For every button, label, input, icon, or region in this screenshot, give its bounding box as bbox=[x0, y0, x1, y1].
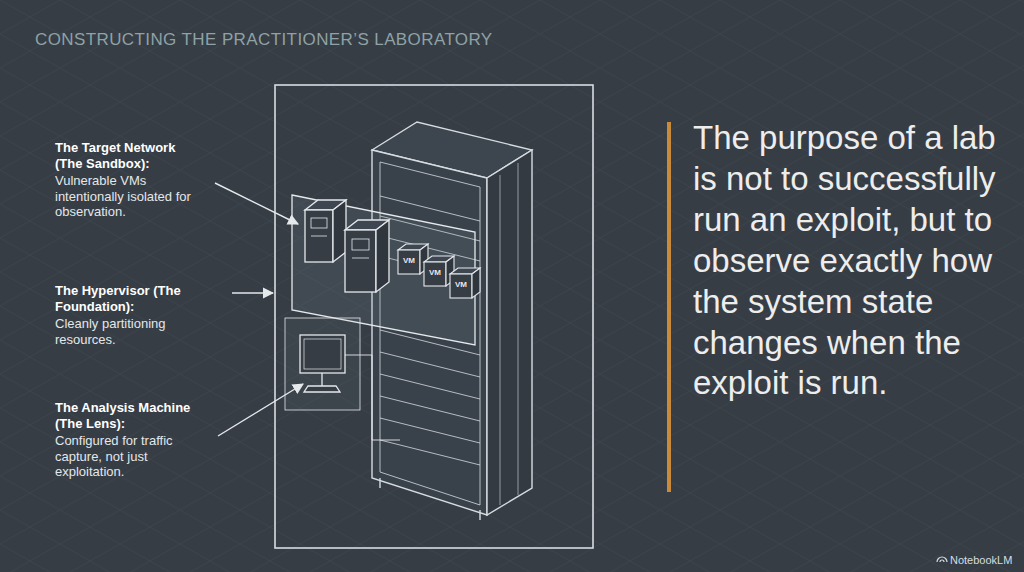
callout-text: Configured for traffic capture, not just… bbox=[55, 433, 200, 480]
vm-label: VM bbox=[424, 268, 446, 278]
callout-text: Cleanly partitioning resources. bbox=[55, 316, 190, 347]
callout-heading: The Analysis Machine (The Lens): bbox=[55, 400, 195, 431]
enclosure-frame bbox=[275, 85, 593, 548]
rack-shelf bbox=[380, 440, 480, 465]
callout-heading: The Target Network (The Sandbox): bbox=[55, 140, 205, 171]
pull-quote: The purpose of a lab is not to successfu… bbox=[693, 118, 998, 404]
analysis-monitor bbox=[285, 318, 400, 440]
leader-arrows bbox=[215, 183, 303, 436]
accent-bar bbox=[667, 122, 671, 492]
rack-shelf bbox=[380, 352, 480, 377]
logo-icon bbox=[937, 557, 947, 562]
callout-heading: The Hypervisor (The Foundation): bbox=[55, 283, 215, 314]
vm-label: VM bbox=[398, 256, 420, 266]
rack-shelf bbox=[380, 418, 480, 443]
callout-text: Vulnerable VMs intentionally isolated fo… bbox=[55, 173, 205, 220]
page-title: CONSTRUCTING THE PRACTITIONER’S LABORATO… bbox=[35, 30, 493, 50]
vm-label: VM bbox=[450, 280, 472, 290]
rack-shelf bbox=[380, 396, 480, 421]
watermark: NotebookLM bbox=[950, 554, 1018, 567]
rack-shelf bbox=[380, 374, 480, 399]
